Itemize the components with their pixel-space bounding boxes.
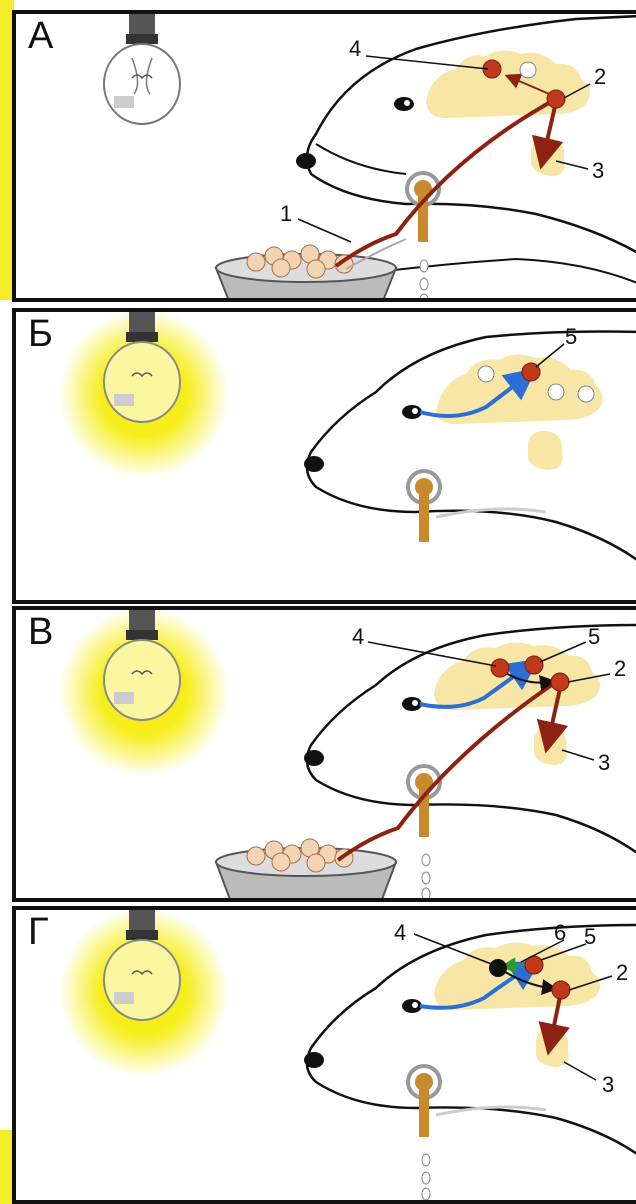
panel-a: 4 2 3 1 А [12,10,636,302]
dog-head [304,332,636,562]
salivary-gland [528,431,563,470]
label-4: 4 [352,624,364,649]
neuron-blank [548,384,564,400]
label-2: 2 [614,656,626,681]
neuron-2 [547,90,565,108]
food-bowl [216,839,396,902]
panel-letter: В [28,612,53,652]
label-3: 3 [598,750,610,775]
panel-letter: А [28,16,53,56]
label-6: 6 [554,920,566,945]
label-4: 4 [394,920,406,945]
neuron-4 [491,659,509,677]
label-1: 1 [280,201,292,226]
label-4: 4 [349,36,361,61]
neuron-2 [552,981,570,999]
panel-b-illustration: 5 [16,312,636,604]
label-2: 2 [616,960,628,985]
dog-head [296,16,636,284]
lit-lamp-icon [59,910,229,1077]
panel-v: 4 5 2 3 В [12,606,636,902]
lit-lamp-icon [59,610,229,777]
unlit-lamp-icon [104,14,180,124]
neuron-blank [478,366,494,382]
label-2: 2 [594,64,606,89]
panel-letter: Г [28,912,49,952]
neuron-4-inhibited [489,959,507,977]
panel-letter: Б [28,314,53,354]
panel-v-illustration: 4 5 2 3 [16,610,636,902]
panel-g-illustration: 4 6 5 2 3 [16,910,636,1204]
label-5: 5 [584,924,596,949]
label-3: 3 [602,1072,614,1097]
fistula-tube [408,1066,440,1200]
panel-g: 4 6 5 2 3 Г [12,906,636,1204]
neuron-2 [551,673,569,691]
label-5: 5 [565,324,577,349]
label-3: 3 [592,158,604,183]
lit-lamp-icon [59,312,229,479]
label-5: 5 [588,624,600,649]
neuron-5 [525,656,543,674]
panel-a-illustration: 4 2 3 1 [16,14,636,302]
neuron-blank [578,386,594,402]
neuron-blank [520,62,536,78]
panel-b: 5 Б [12,308,636,604]
food-bowl [216,245,396,302]
